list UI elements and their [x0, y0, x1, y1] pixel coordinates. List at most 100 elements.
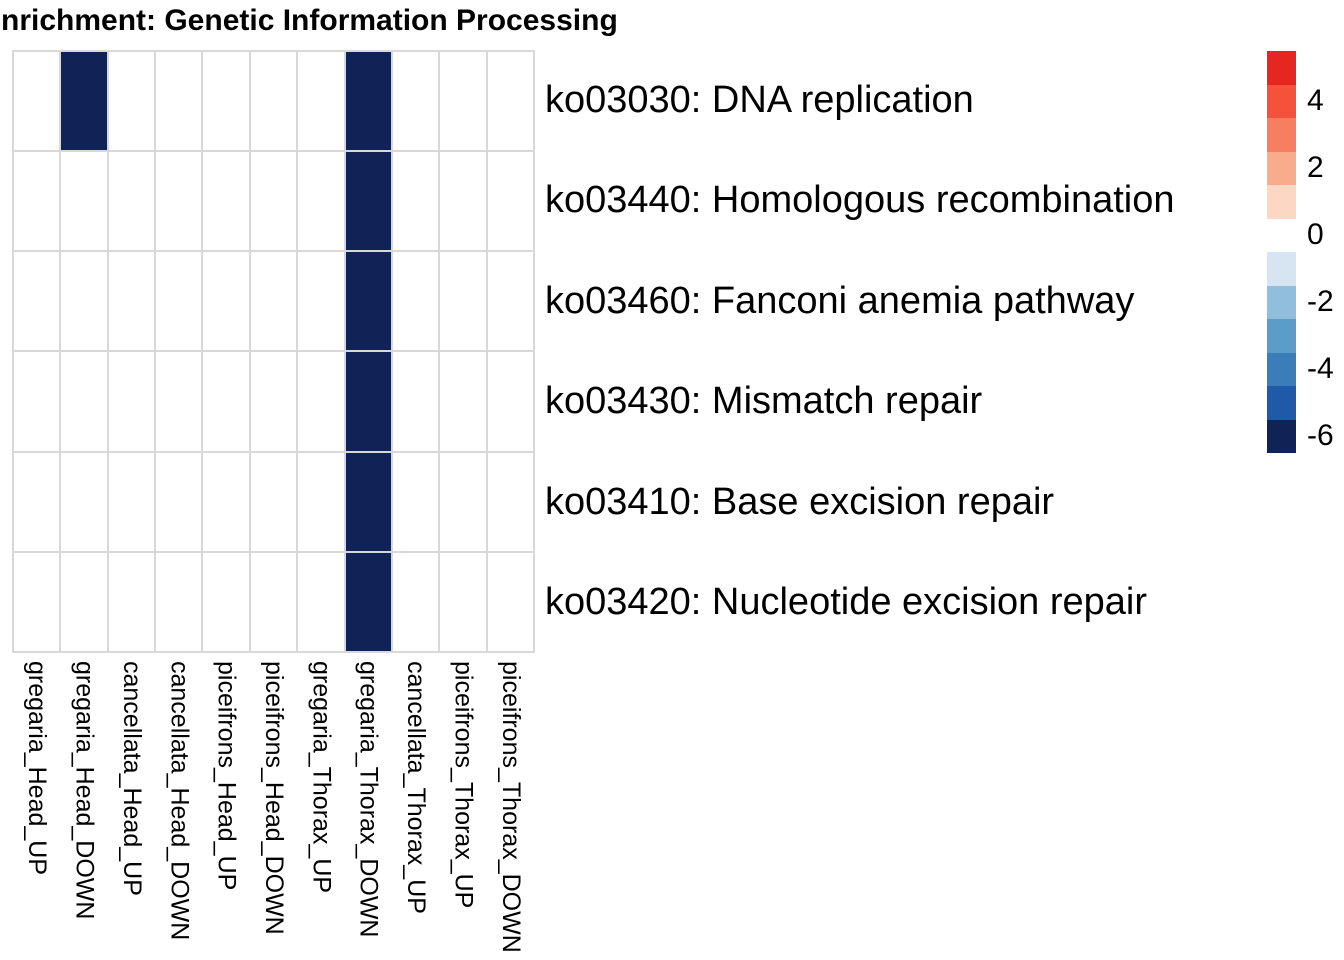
heatmap-cell	[14, 252, 60, 351]
heatmap-cell	[345, 52, 391, 151]
legend-tick-label: -6	[1307, 419, 1334, 453]
heatmap-cell	[14, 352, 60, 451]
row-labels: ko03030: DNA replication ko03440: Homolog…	[545, 50, 1175, 653]
column-label: piceifrons_Head_UP	[212, 661, 241, 891]
heatmap-cell	[392, 352, 439, 451]
heatmap-cell	[345, 452, 391, 551]
legend-color-block	[1267, 252, 1296, 286]
heatmap-cell	[108, 252, 155, 351]
heatmap-cell	[487, 152, 533, 251]
heatmap-cell	[440, 152, 486, 251]
heatmap-cell	[203, 552, 249, 651]
heatmap-cell	[392, 552, 439, 651]
heatmap-cell	[61, 452, 107, 551]
legend-tick-label: 0	[1307, 218, 1324, 252]
heatmap-cell	[14, 52, 60, 151]
heatmap-cell	[14, 452, 60, 551]
legend-color-block	[1267, 218, 1296, 252]
heatmap-cell	[250, 152, 297, 251]
heatmap-cell	[203, 452, 249, 551]
heatmap-cell	[156, 52, 202, 151]
heatmap-cell	[250, 252, 297, 351]
heatmap-cell	[392, 452, 439, 551]
column-label: gregaria_Head_UP	[23, 661, 52, 876]
heatmap-cell	[298, 552, 344, 651]
heatmap-cell	[108, 152, 155, 251]
heatmap-cell	[61, 152, 107, 251]
heatmap-cell	[440, 552, 486, 651]
heatmap-cell	[156, 552, 202, 651]
heatmap-cell	[250, 52, 297, 151]
heatmap-cell	[298, 252, 344, 351]
heatmap-cell	[345, 252, 391, 351]
heatmap-cell	[487, 52, 533, 151]
page-title: nrichment: Genetic Information Processin…	[1, 4, 618, 37]
column-label: piceifrons_Thorax_UP	[449, 661, 478, 909]
column-labels: gregaria_Head_UP gregaria_Head_DOWN cancel…	[12, 661, 535, 953]
heatmap-cell	[250, 552, 297, 651]
row-label: ko03440: Homologous recombination	[545, 179, 1175, 222]
heatmap-cell	[61, 52, 107, 151]
row-label: ko03030: DNA replication	[545, 78, 974, 121]
heatmap-cell	[487, 452, 533, 551]
heatmap-cell	[298, 152, 344, 251]
heatmap-grid	[12, 50, 535, 653]
heatmap-cell	[156, 252, 202, 351]
heatmap-cell	[440, 352, 486, 451]
legend-color-block	[1267, 151, 1296, 185]
legend-color-block	[1267, 118, 1296, 152]
column-label: gregaria_Thorax_UP	[307, 661, 336, 894]
legend-color-block	[1267, 84, 1296, 118]
legend-color-block	[1267, 419, 1296, 453]
column-label: cancellata_Head_UP	[117, 661, 146, 896]
heatmap-cell	[61, 552, 107, 651]
column-label: gregaria_Head_DOWN	[70, 661, 99, 920]
column-label: gregaria_Thorax_DOWN	[354, 661, 383, 938]
heatmap-cell	[250, 452, 297, 551]
heatmap-cell	[440, 452, 486, 551]
column-label: piceifrons_Head_DOWN	[259, 661, 288, 935]
column-label: cancellata_Head_DOWN	[165, 661, 194, 941]
heatmap-cell	[156, 152, 202, 251]
heatmap-cell	[487, 252, 533, 351]
column-label: cancellata_Thorax_UP	[402, 661, 431, 914]
row-label: ko03410: Base excision repair	[545, 480, 1055, 523]
heatmap-cell	[61, 352, 107, 451]
heatmap-cell	[487, 552, 533, 651]
heatmap-cell	[345, 552, 391, 651]
heatmap-cell	[108, 452, 155, 551]
heatmap-cell	[440, 52, 486, 151]
heatmap-cell	[203, 252, 249, 351]
legend-tick-label: -4	[1307, 352, 1334, 386]
legend-color-block	[1267, 285, 1296, 319]
heatmap-cell	[203, 352, 249, 451]
heatmap-cell	[298, 452, 344, 551]
legend-color-block	[1267, 386, 1296, 420]
heatmap-cell	[345, 352, 391, 451]
heatmap-cell	[392, 52, 439, 151]
heatmap-cell	[14, 552, 60, 651]
row-label: ko03430: Mismatch repair	[545, 380, 983, 423]
heatmap-cell	[345, 152, 391, 251]
heatmap-cell	[61, 252, 107, 351]
heatmap-cell	[203, 52, 249, 151]
heatmap-cell	[392, 252, 439, 351]
heatmap-cell	[14, 152, 60, 251]
heatmap-cell	[156, 452, 202, 551]
legend-tick-label: 2	[1307, 151, 1324, 185]
legend-color-block	[1267, 185, 1296, 219]
heatmap-cell	[108, 52, 155, 151]
heatmap-cell	[392, 152, 439, 251]
legend-tick-label: 4	[1307, 84, 1324, 118]
heatmap-cell	[298, 52, 344, 151]
heatmap-cell	[203, 152, 249, 251]
column-label: piceifrons_Thorax_DOWN	[496, 661, 525, 953]
heatmap-cell	[298, 352, 344, 451]
heatmap-cell	[108, 352, 155, 451]
legend-color-block	[1267, 51, 1296, 85]
heatmap-cell	[487, 352, 533, 451]
row-label: ko03420: Nucleotide excision repair	[545, 581, 1148, 624]
heatmap-cell	[108, 552, 155, 651]
legend-color-block	[1267, 319, 1296, 353]
